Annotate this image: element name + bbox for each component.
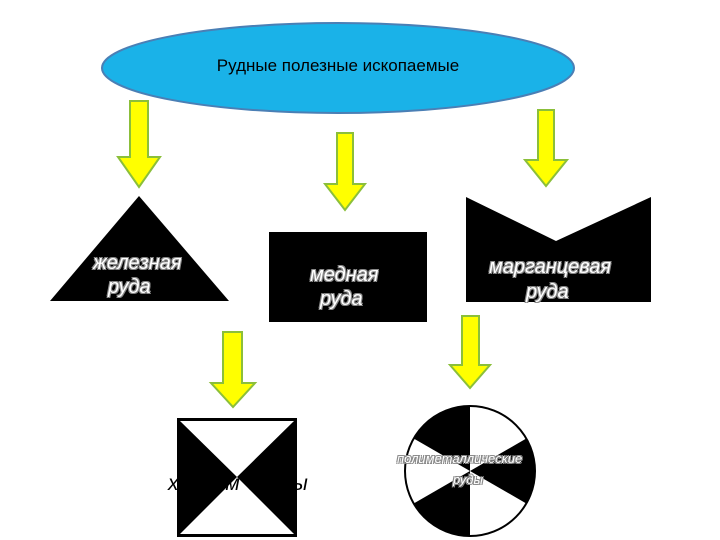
root-label: Рудные полезные ископаемые [216,56,460,75]
arrow-to-iron [116,100,162,189]
manganese-ore-banner [466,197,651,302]
arrow-to-copper [322,132,368,212]
arrow-to-polymetallic [447,315,493,390]
arrow-to-manganese [522,109,570,188]
iron-ore-triangle [50,196,229,301]
copper-ore-label-line2: руда [320,288,363,310]
copper-ore-rectangle [269,232,427,322]
copper-ore-label-line1: медная [310,264,379,286]
manganese-ore-label-line2: руда [526,281,569,303]
root-ellipse [101,22,575,114]
chromite-hourglass-square [177,418,297,537]
chromite-label: х р о м и т ы [168,472,309,495]
iron-ore-label-line2: руда [108,276,151,298]
manganese-ore-label-line1: марганцевая [489,256,612,278]
arrow-to-chromite [208,331,258,409]
iron-ore-label-line1: железная [93,252,182,274]
polymetallic-ore-circle [404,405,536,537]
polymetallic-label-line1: полиметаллические [397,451,523,466]
polymetallic-label-line2: руды [453,472,484,487]
